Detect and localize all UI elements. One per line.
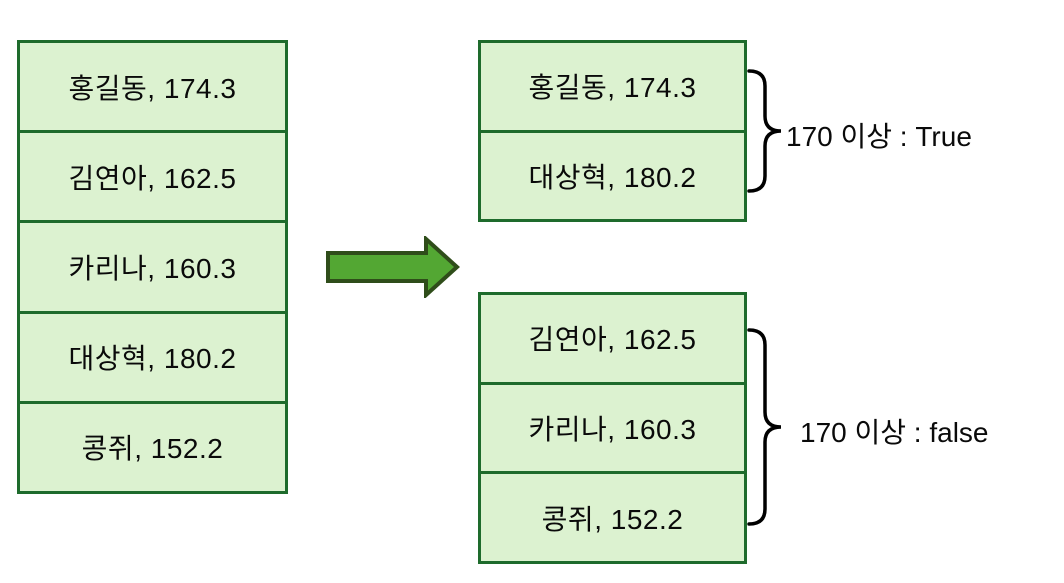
group-true-row: 홍길동, 174.3 [478, 40, 747, 133]
group-false-row: 김연아, 162.5 [478, 292, 747, 385]
group-false-row: 카리나, 160.3 [478, 381, 747, 475]
group-true-row: 대상혁, 180.2 [478, 129, 747, 222]
source-row: 홍길동, 174.3 [17, 40, 288, 134]
arrow-right-icon [326, 236, 460, 298]
source-table: 홍길동, 174.3 김연아, 162.5 카리나, 160.3 대상혁, 18… [17, 40, 288, 495]
source-row: 콩쥐, 152.2 [17, 400, 288, 495]
source-row: 김연아, 162.5 [17, 130, 288, 224]
source-row: 카리나, 160.3 [17, 220, 288, 314]
split-label-true: 170 이상 : True [786, 121, 972, 152]
group-false-row: 콩쥐, 152.2 [478, 471, 747, 565]
source-row: 대상혁, 180.2 [17, 310, 288, 404]
brace-true-icon [747, 69, 782, 193]
split-label-false: 170 이상 : false [800, 417, 989, 448]
brace-false-icon [747, 328, 782, 526]
group-true-table: 홍길동, 174.3 대상혁, 180.2 [478, 40, 747, 222]
group-false-table: 김연아, 162.5 카리나, 160.3 콩쥐, 152.2 [478, 292, 747, 565]
